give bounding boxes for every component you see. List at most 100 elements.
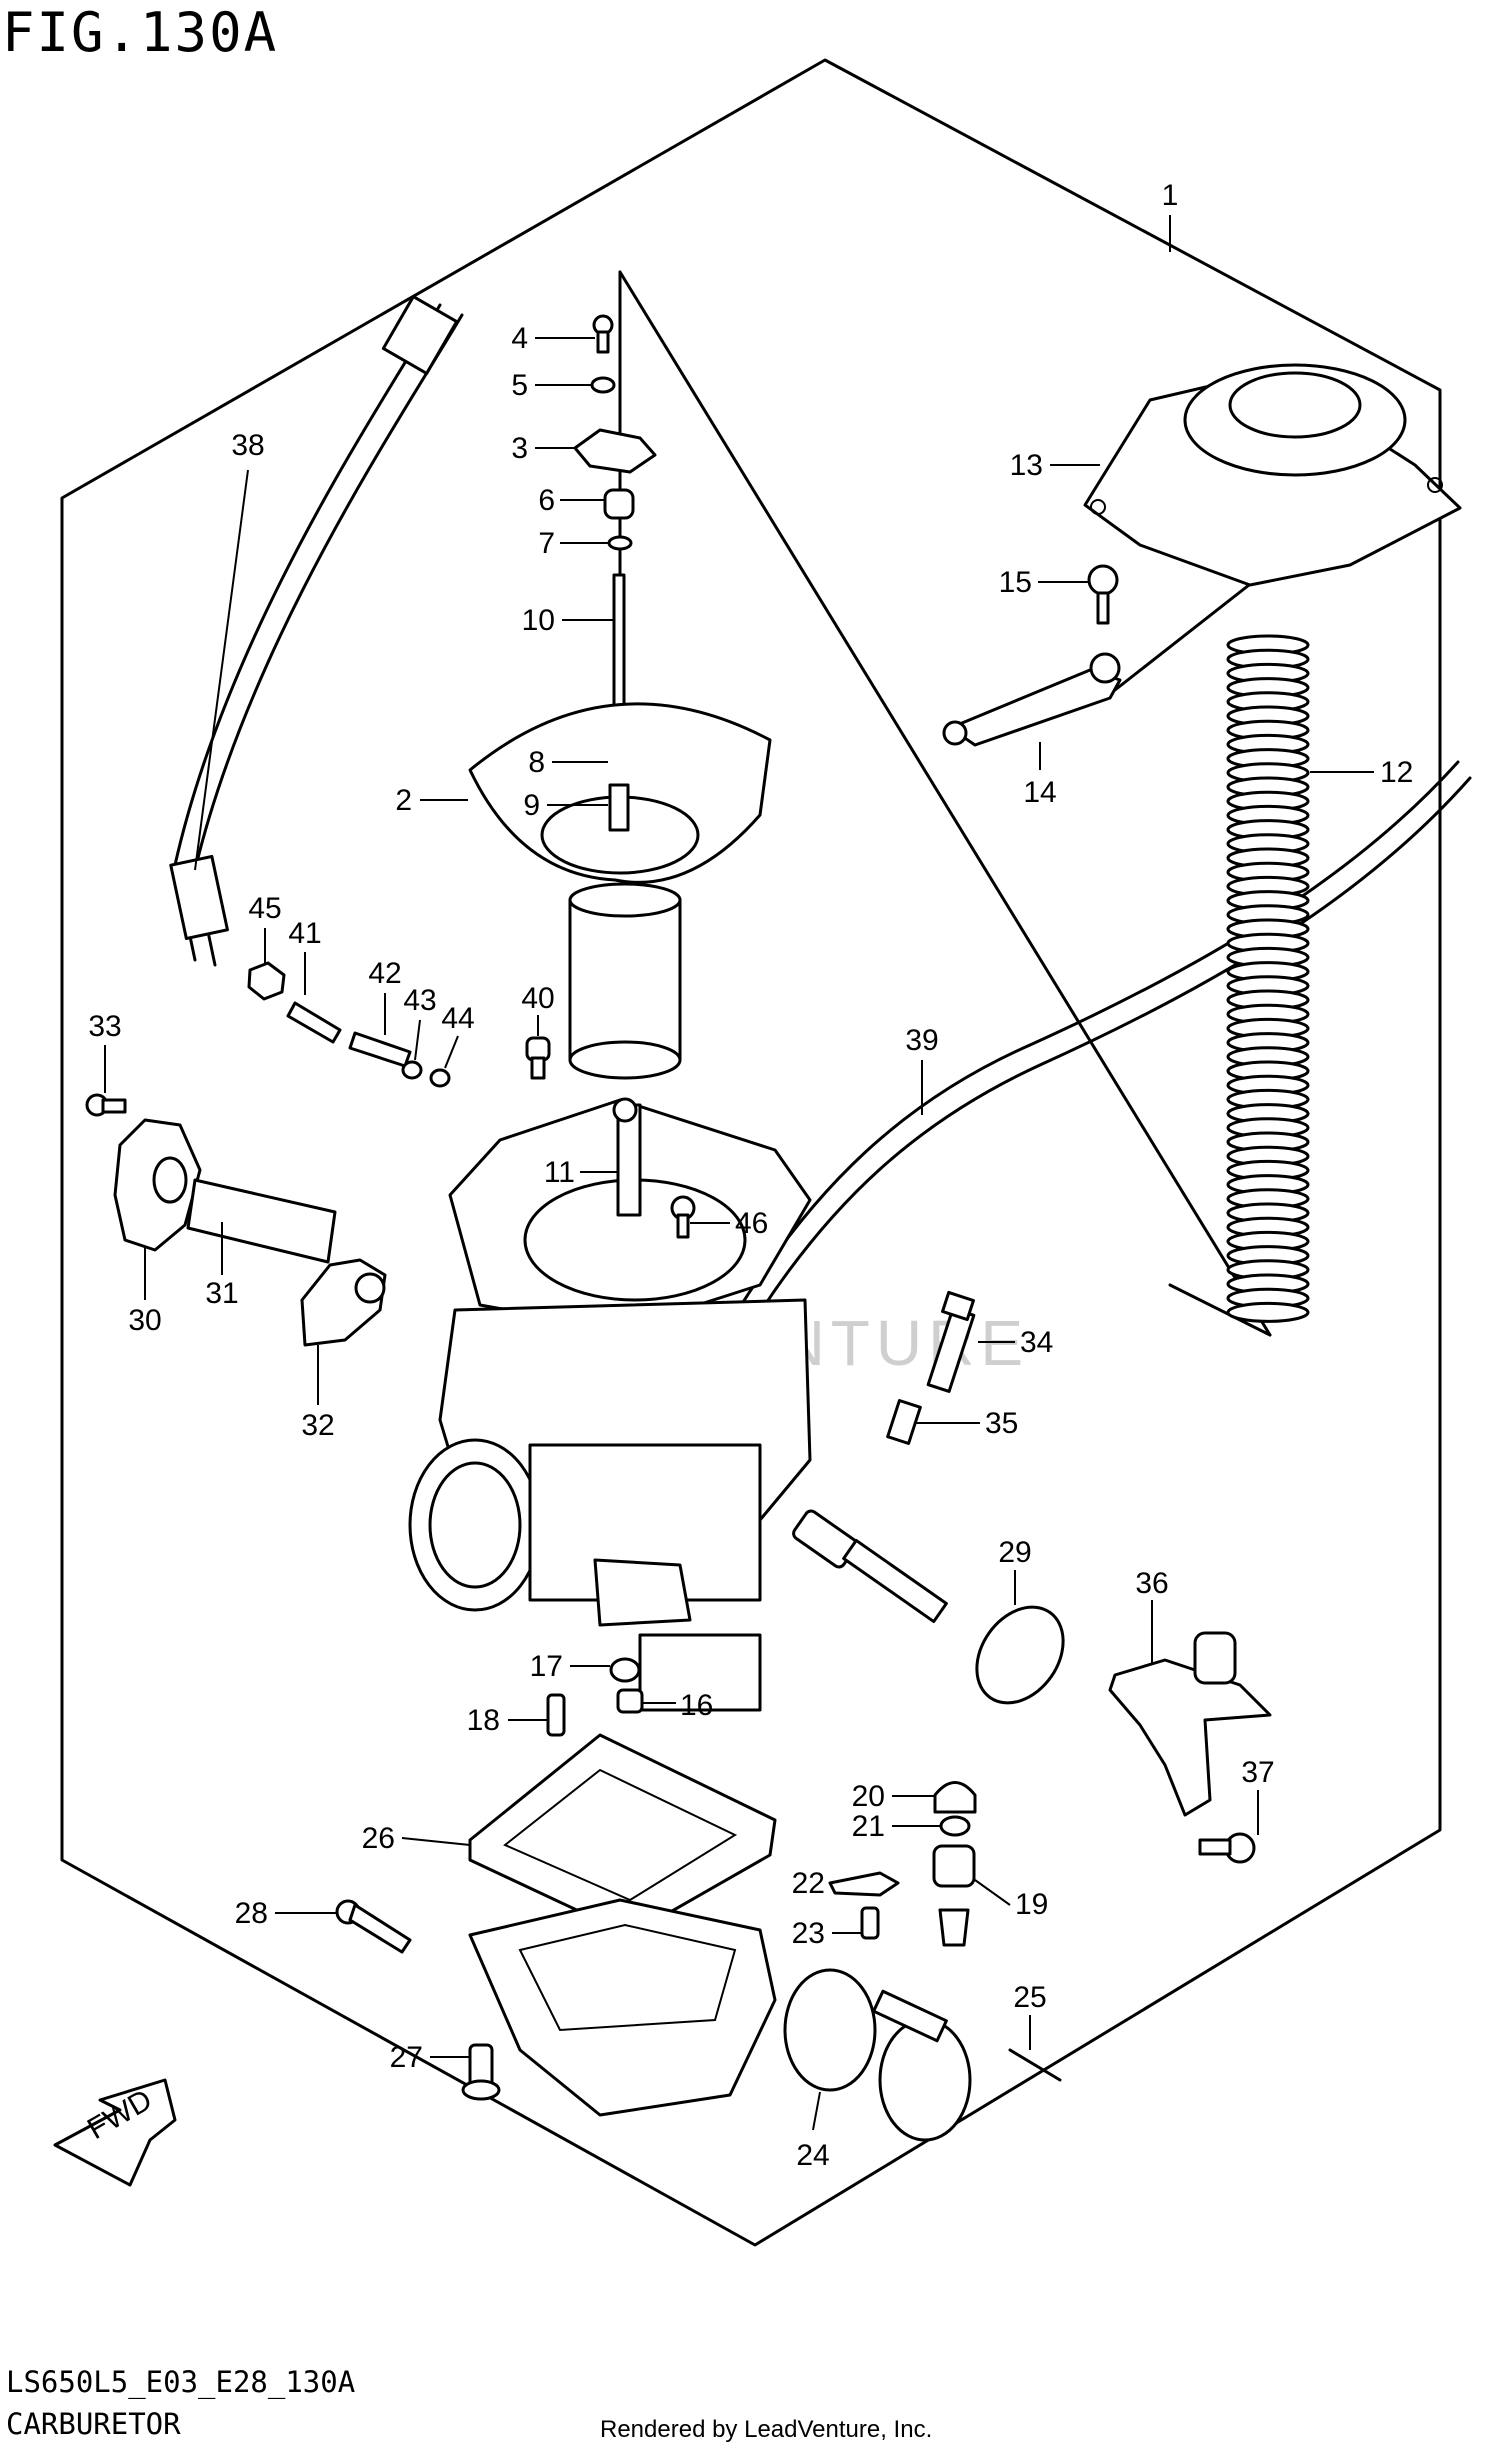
callout-label-29: 29 bbox=[998, 1536, 1031, 1569]
washer-43 bbox=[401, 1060, 423, 1080]
callout-label-42: 42 bbox=[368, 957, 401, 990]
callout-label-40: 40 bbox=[521, 982, 554, 1015]
screw-37 bbox=[1198, 1832, 1256, 1864]
callout-label-14: 14 bbox=[1023, 776, 1056, 809]
float-bowl bbox=[468, 1898, 777, 2117]
fwd-arrow-icon: FWD bbox=[53, 2078, 177, 2187]
callout-label-41: 41 bbox=[288, 917, 321, 950]
callout-group: 1234567891011121314151617181920212223242… bbox=[88, 179, 1413, 2172]
callout-label-23: 23 bbox=[792, 1917, 825, 1950]
callout-label-13: 13 bbox=[1010, 449, 1043, 482]
model-code: LS650L5_E03_E28_130A bbox=[6, 2365, 356, 2399]
callout-label-30: 30 bbox=[128, 1304, 161, 1337]
clip-22 bbox=[828, 1871, 900, 1897]
callout-label-1: 1 bbox=[1162, 179, 1179, 212]
screw-4 bbox=[592, 314, 614, 354]
callout-label-17: 17 bbox=[530, 1650, 563, 1683]
section-name: CARBURETOR bbox=[6, 2407, 181, 2441]
callout-label-9: 9 bbox=[523, 789, 540, 822]
callout-label-34: 34 bbox=[1020, 1326, 1053, 1359]
spring-coil bbox=[1226, 1301, 1310, 1323]
washer-21 bbox=[939, 1815, 971, 1837]
spring-31 bbox=[186, 1178, 337, 1264]
callout-label-20: 20 bbox=[852, 1780, 885, 1813]
spring-12 bbox=[1226, 634, 1310, 1323]
callout-label-15: 15 bbox=[999, 566, 1032, 599]
callout-label-24: 24 bbox=[796, 2139, 829, 2172]
cap-20 bbox=[933, 1781, 977, 1814]
washer-17 bbox=[609, 1657, 641, 1683]
washer-5 bbox=[590, 376, 616, 394]
callout-label-7: 7 bbox=[538, 527, 555, 560]
float-24 bbox=[783, 1968, 972, 2142]
screw-41 bbox=[286, 1001, 342, 1044]
callout-label-33: 33 bbox=[88, 1010, 121, 1043]
render-credit: Rendered by LeadVenture, Inc. bbox=[600, 2416, 933, 2443]
lever-36 bbox=[1108, 1631, 1272, 1817]
gasket-26 bbox=[468, 1733, 777, 1937]
carburetor-body-11 bbox=[408, 1097, 812, 1712]
washer-44 bbox=[429, 1068, 451, 1088]
callout-label-12: 12 bbox=[1380, 756, 1413, 789]
callout-label-10: 10 bbox=[522, 604, 555, 637]
callout-label-37: 37 bbox=[1241, 1756, 1274, 1789]
pin-25 bbox=[1008, 2048, 1062, 2082]
cover-30 bbox=[113, 1118, 202, 1252]
callout-label-28: 28 bbox=[235, 1897, 268, 1930]
drain-27 bbox=[461, 2043, 501, 2101]
callout-label-36: 36 bbox=[1135, 1567, 1168, 1600]
callout-label-18: 18 bbox=[467, 1704, 500, 1737]
callout-label-2: 2 bbox=[395, 784, 412, 817]
callout-label-11: 11 bbox=[544, 1156, 575, 1189]
screw-33 bbox=[85, 1093, 127, 1117]
valve-19 bbox=[932, 1844, 976, 1947]
callout-label-46: 46 bbox=[735, 1207, 768, 1240]
screw-34 bbox=[926, 1290, 976, 1393]
figure-title: FIG.130A bbox=[2, 1, 279, 64]
callout-label-26: 26 bbox=[362, 1822, 395, 1855]
callout-label-22: 22 bbox=[792, 1867, 825, 1900]
callout-leader-19 bbox=[974, 1879, 1011, 1906]
diaphragm-32 bbox=[300, 1258, 387, 1347]
screw-23 bbox=[860, 1906, 880, 1940]
callout-leader-26 bbox=[401, 1837, 471, 1846]
callout-label-27: 27 bbox=[390, 2041, 423, 2074]
callout-leader-44 bbox=[444, 1035, 459, 1069]
bracket-14 bbox=[942, 652, 1122, 747]
callout-label-4: 4 bbox=[511, 322, 528, 355]
nut-45 bbox=[247, 961, 286, 1001]
callout-label-39: 39 bbox=[905, 1024, 938, 1057]
callout-label-32: 32 bbox=[301, 1409, 334, 1442]
screw-28 bbox=[335, 1899, 412, 1954]
hose-39 bbox=[733, 760, 1472, 1330]
callout-label-31: 31 bbox=[205, 1277, 238, 1310]
screw-15 bbox=[1087, 564, 1119, 625]
callout-label-16: 16 bbox=[680, 1689, 713, 1722]
spring-35 bbox=[886, 1399, 922, 1445]
jet-18 bbox=[546, 1693, 566, 1737]
group-bracket-line bbox=[1168, 1283, 1272, 1337]
callout-label-6: 6 bbox=[538, 484, 555, 517]
cable-38 bbox=[169, 295, 464, 967]
screw-46 bbox=[670, 1195, 696, 1239]
callout-label-19: 19 bbox=[1015, 1888, 1048, 1921]
cover-13 bbox=[1083, 363, 1462, 587]
callout-label-43: 43 bbox=[403, 984, 436, 1017]
screw-40 bbox=[525, 1036, 551, 1080]
callout-label-35: 35 bbox=[985, 1407, 1018, 1440]
callout-label-25: 25 bbox=[1013, 1981, 1046, 2014]
plunger-29 bbox=[792, 1509, 1065, 1705]
washer-7 bbox=[607, 535, 633, 551]
spring-9 bbox=[608, 783, 630, 832]
cap-6 bbox=[603, 488, 635, 520]
assembly-boundary bbox=[60, 58, 1442, 2247]
plug-16 bbox=[616, 1688, 644, 1714]
callout-leader-24 bbox=[812, 2091, 821, 2131]
callout-label-44: 44 bbox=[441, 1002, 474, 1035]
diaphragm-2 bbox=[468, 702, 772, 1080]
callout-leader-38 bbox=[194, 469, 249, 871]
callout-label-3: 3 bbox=[511, 432, 528, 465]
callout-label-45: 45 bbox=[248, 892, 281, 925]
